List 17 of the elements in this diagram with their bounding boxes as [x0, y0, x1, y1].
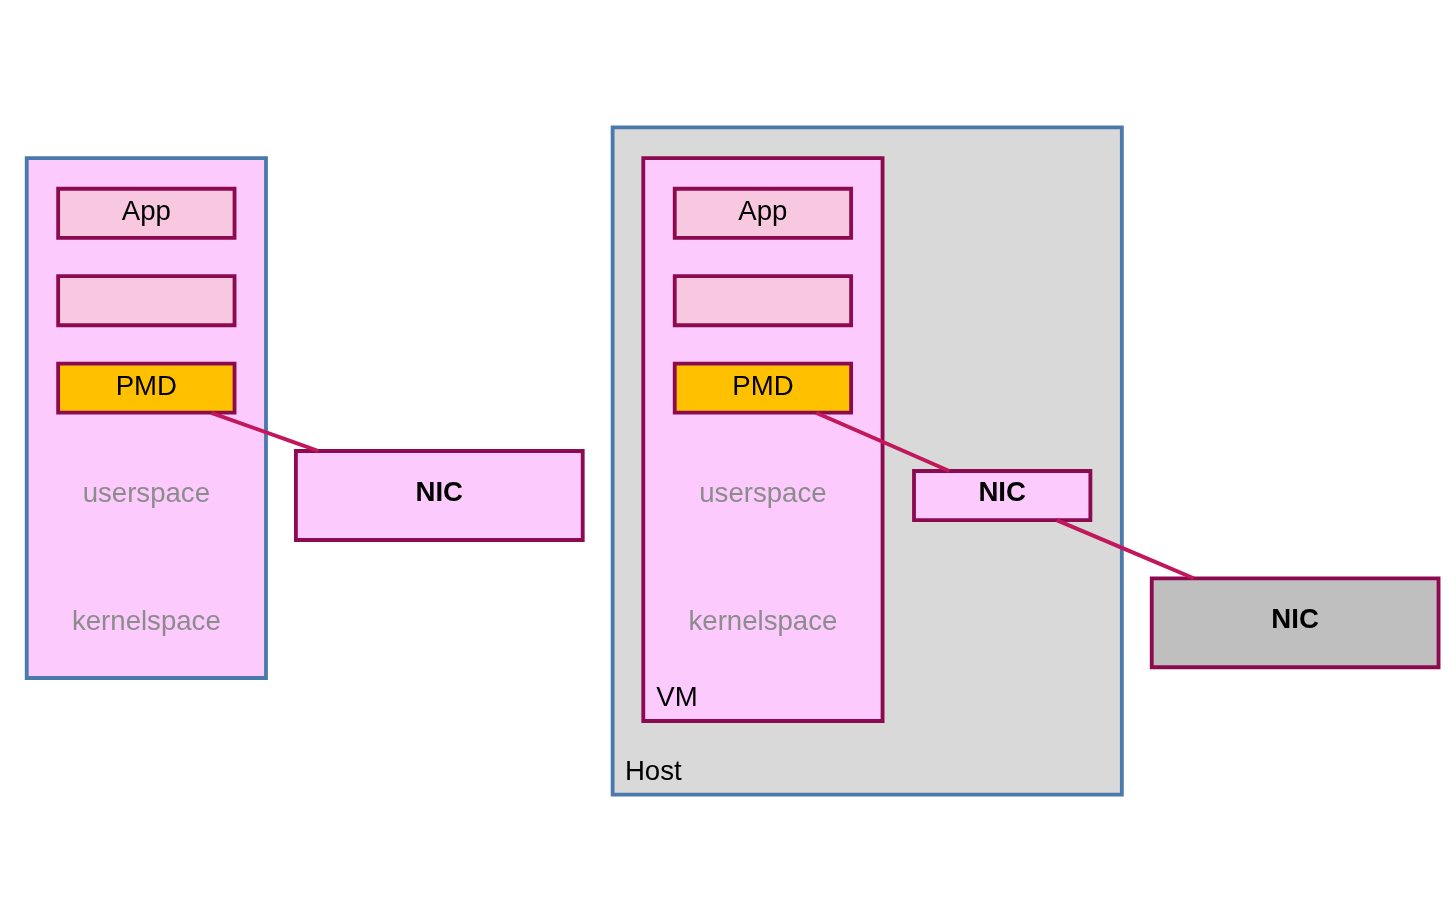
label: kernelspace: [688, 604, 838, 636]
label: kernelspace: [71, 604, 221, 636]
label: userspace: [82, 476, 211, 508]
node-box: [672, 273, 854, 327]
node-box: NIC: [293, 448, 585, 542]
node-box: NIC: [1149, 575, 1441, 669]
node-box: [56, 273, 237, 327]
node-box: App: [56, 186, 237, 240]
connector: [1055, 517, 1195, 580]
connector: [210, 410, 320, 453]
node-box: PMD: [56, 361, 237, 415]
connector: [815, 410, 950, 473]
label: userspace: [699, 476, 827, 508]
node-box: App: [672, 186, 854, 240]
cluster: [24, 155, 268, 680]
node-box: NIC: [912, 468, 1093, 522]
node-box: PMD: [672, 361, 854, 415]
